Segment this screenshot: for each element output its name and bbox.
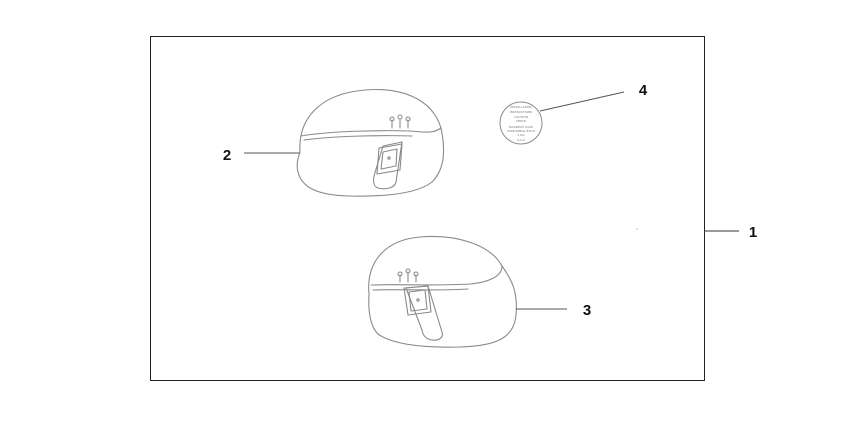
svg-text:SADDLEBAG EACH: SADDLEBAG EACH [507, 129, 535, 133]
callout-4: 4 [639, 82, 648, 99]
callout-2: 2 [223, 147, 231, 164]
saddlebag-left [296, 88, 445, 197]
svg-text:3 KG: 3 KG [517, 133, 525, 137]
leader-line-4 [539, 91, 625, 112]
svg-text:CHECK: CHECK [516, 119, 527, 123]
saddlebag-right [368, 235, 517, 348]
stray-mark [636, 228, 638, 230]
callout-1: 1 [749, 224, 757, 241]
callout-3: 3 [583, 302, 591, 319]
svg-text:MAXIMUM LOAD: MAXIMUM LOAD [509, 125, 534, 129]
svg-text:INSTRUCTIONS: INSTRUCTIONS [510, 110, 533, 114]
svg-text:3-4-5: 3-4-5 [517, 138, 525, 142]
svg-text:CAUTION: CAUTION [514, 115, 528, 119]
svg-text:INSTALLATION: INSTALLATION [510, 105, 531, 109]
kit-frame [150, 36, 705, 381]
label-sticker: INSTALLATION INSTRUCTIONS CAUTION CHECK … [499, 101, 543, 145]
